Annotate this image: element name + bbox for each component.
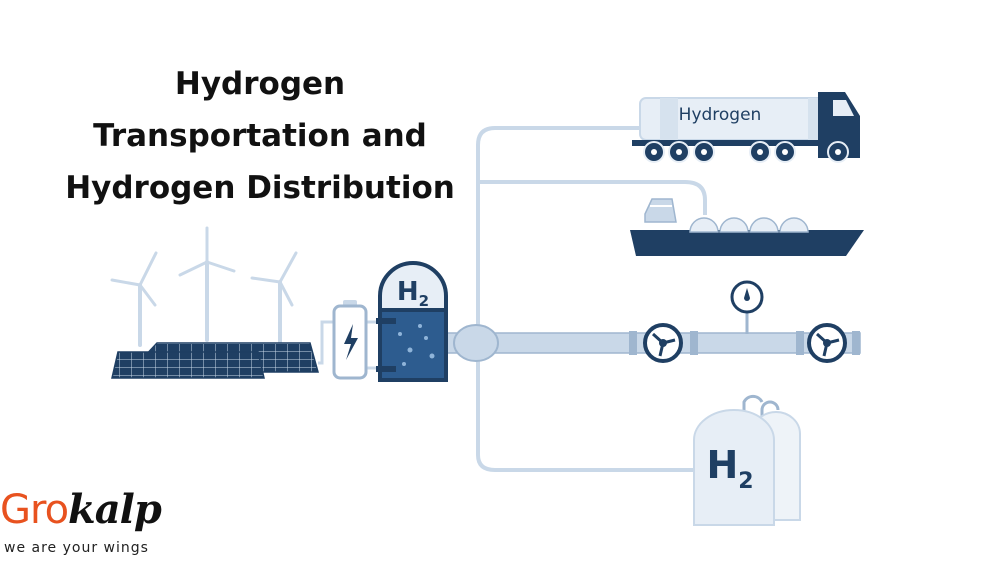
valve-icon [643,323,683,363]
valve-icon [807,323,847,363]
pipe-network [476,126,707,472]
wind-turbine-icon [178,226,236,342]
pipe-to-storage [476,345,700,472]
pipe-junction [453,324,499,362]
wind-turbine-icon [250,251,298,347]
title-line-2: Transportation and [93,118,427,154]
tanker-label: Hydrogen [679,105,762,125]
page-title: Hydrogen Transportation and Hydrogen Dis… [40,58,480,214]
storage-label: H2 [706,443,753,494]
grokalp-logo: Grokalp we are your wings [0,482,210,562]
hydrogen-truck: Hydrogen [632,92,860,163]
electrolyzer-tank: H2 [376,261,448,382]
logo-tagline: we are your wings [4,540,149,556]
pipe-flange [796,331,804,355]
pipe-flange [690,331,698,355]
logo-part-kalp: kalp [68,486,162,533]
electrolyzer-label: H2 [397,277,429,310]
title-line-1: Hydrogen [174,66,346,102]
pipe-to-ship [478,180,707,215]
hydrogen-storage-tank: H2 [693,394,801,526]
logo-part-gro: Gro [0,487,69,533]
pressure-gauge-icon [730,280,764,334]
lightning-icon [344,324,358,360]
pipe-to-truck [476,126,640,340]
battery-icon [332,300,368,380]
pipe-flange [629,331,637,355]
logo-wordmark: Grokalp [0,486,162,533]
pipe-flange [852,331,860,355]
title-line-3: Hydrogen Distribution [65,170,455,206]
wind-turbine-icon [110,251,158,347]
solar-panel-icon [111,351,265,379]
hydrogen-ship [630,198,864,256]
